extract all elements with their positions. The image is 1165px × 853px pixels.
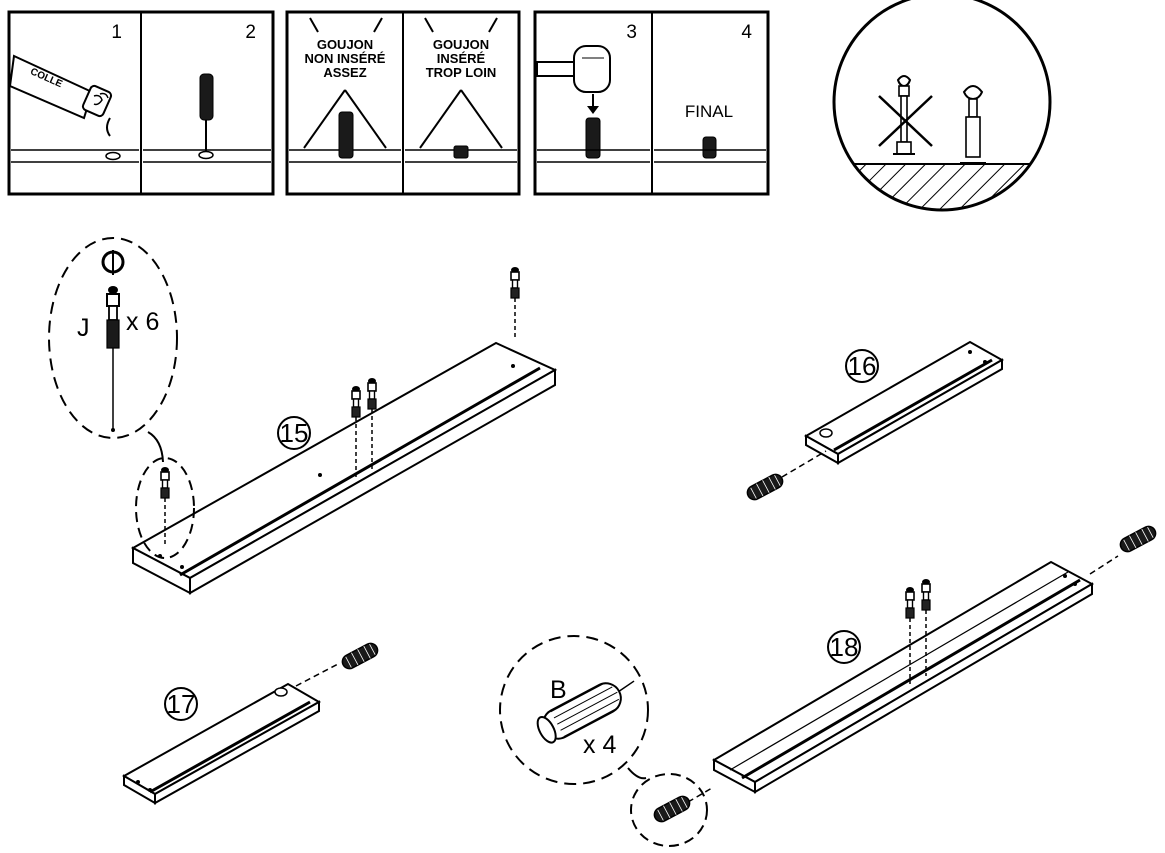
- step-17-label: 17: [164, 687, 198, 721]
- warn-right-line3: TROP LOIN: [426, 65, 497, 80]
- step-15-board: [130, 266, 558, 595]
- panel-group-hammer: 3 4 FINAL: [533, 10, 770, 196]
- cam-bolt-icon: [367, 377, 377, 410]
- warn-left-line1: GOUJON: [317, 37, 373, 52]
- final-label: FINAL: [685, 102, 733, 121]
- panel-3-number: 3: [626, 22, 637, 43]
- cross-icon: [878, 95, 933, 147]
- callout-j-quantity: x 6: [126, 308, 159, 336]
- cam-bolt-icon: [960, 85, 986, 164]
- step-circle-icon: [164, 687, 198, 721]
- dowel-icon: [651, 793, 693, 825]
- dowel-callout: B x 4: [499, 635, 708, 847]
- panel-4-number: 4: [741, 22, 752, 43]
- callout-j-letter: J: [77, 314, 90, 342]
- step-16-label: 16: [845, 349, 879, 383]
- panel-group-warnings: GOUJON NON INSÉRÉ ASSEZ GOUJON INSÉRÉ TR…: [285, 10, 521, 196]
- cam-bolt-icon: [160, 466, 170, 499]
- step-17-board: [121, 640, 381, 805]
- dowel-icon: [536, 680, 635, 744]
- step-18-label: 18: [827, 630, 861, 664]
- warn-right-line2: INSÉRÉ: [437, 51, 486, 66]
- cam-bolt-icon: [510, 266, 520, 299]
- cam-bolt-icon: [351, 385, 361, 418]
- panel-group-glue: 1 COLLE 2: [7, 10, 275, 196]
- dowel-icon: [744, 471, 786, 503]
- panel-1-number: 1: [111, 22, 122, 43]
- panel-2-number: 2: [245, 22, 256, 43]
- cam-bolt-icon: [198, 73, 214, 160]
- warn-right-line1: GOUJON: [433, 37, 489, 52]
- step-15-label: 15: [277, 416, 311, 450]
- step-17-number: 17: [167, 689, 196, 719]
- cam-bolt-depth-detail: [832, 0, 1052, 212]
- cam-bolt-callout: J x 6: [48, 237, 195, 559]
- dowel-icon: [339, 640, 381, 672]
- step-16-board: [744, 340, 1005, 503]
- callout-b-letter: B: [550, 676, 567, 704]
- step-15-number: 15: [280, 418, 309, 448]
- step-circle-icon: [827, 630, 861, 664]
- step-circle-icon: [277, 416, 311, 450]
- step-16-number: 16: [848, 351, 877, 381]
- dowel-icon: [1117, 523, 1159, 555]
- warn-left-line2: NON INSÉRÉ: [305, 51, 386, 66]
- cam-bolt-icon: [921, 578, 931, 611]
- step-circle-icon: [845, 349, 879, 383]
- step-18-number: 18: [830, 632, 859, 662]
- warn-left-line3: ASSEZ: [323, 65, 366, 80]
- callout-b-quantity: x 4: [583, 731, 616, 759]
- cam-bolt-icon: [106, 286, 120, 432]
- cam-bolt-icon: [905, 586, 915, 619]
- hammer-icon: [536, 45, 611, 93]
- step-18-board: [651, 523, 1159, 825]
